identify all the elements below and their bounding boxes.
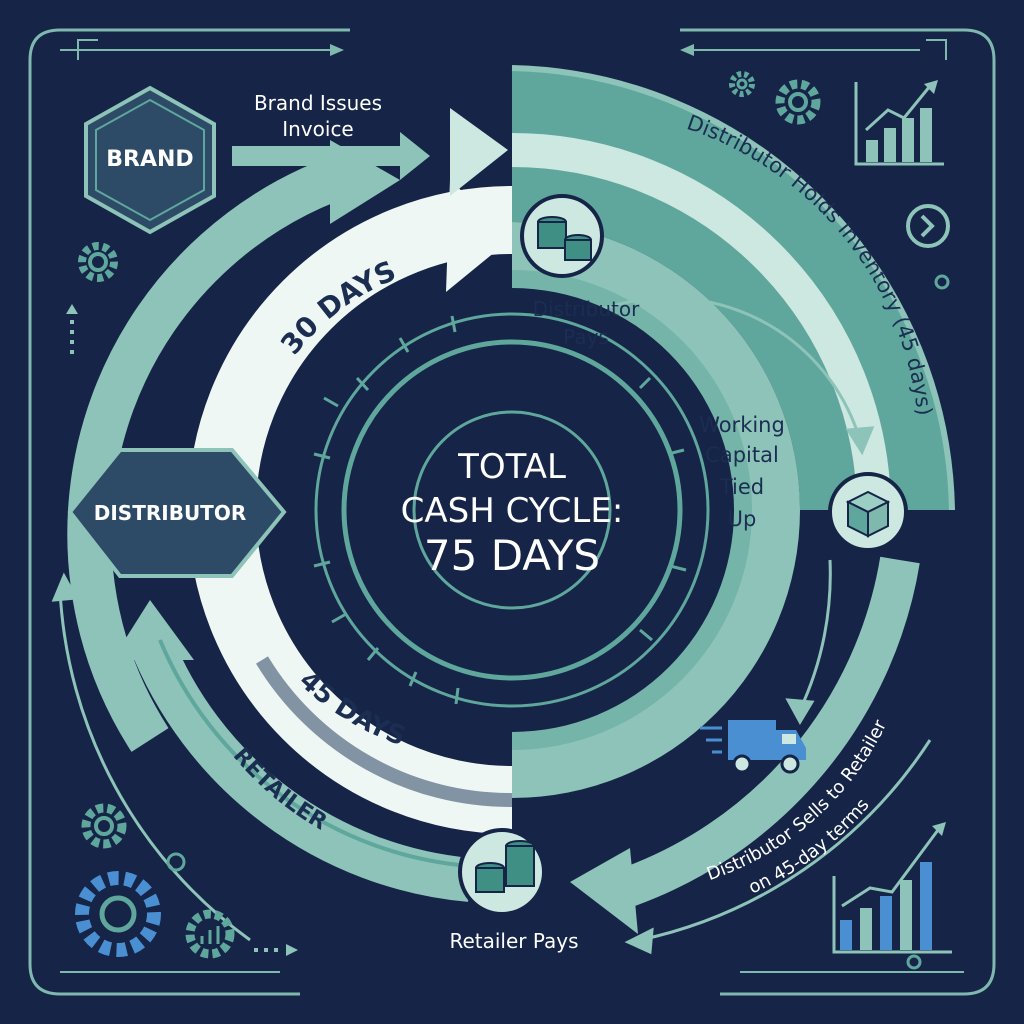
ring-icon xyxy=(166,852,186,872)
working-capital-2: Capital xyxy=(705,443,779,467)
arc-45-shadow xyxy=(256,656,513,808)
gear-icon xyxy=(729,71,755,97)
growth-chart-icon xyxy=(854,80,944,166)
arc-30-head xyxy=(446,180,512,292)
coins-icon xyxy=(520,194,604,278)
truck-icon xyxy=(700,720,806,774)
gear-icon xyxy=(775,79,821,125)
working-capital-4: Up xyxy=(728,507,757,531)
sell-arrow xyxy=(613,556,920,909)
center-ring-1 xyxy=(314,312,710,708)
brand-issues-1: Brand Issues xyxy=(254,91,382,115)
package-icon xyxy=(828,472,908,552)
distributor-pays-2: Pays xyxy=(563,325,609,349)
ring-icon xyxy=(906,954,922,970)
outer-flow-arc xyxy=(67,148,367,752)
center-disk-outer xyxy=(290,288,734,732)
right-arrow-icon xyxy=(254,944,298,956)
arc-30-days xyxy=(188,186,513,511)
gear-icon xyxy=(185,909,235,959)
center-ring-2 xyxy=(341,339,683,681)
retailer-arc xyxy=(129,631,473,902)
gear-icon xyxy=(81,803,127,849)
brand-label: BRAND xyxy=(106,147,193,172)
up-arrow-icon xyxy=(66,304,78,354)
ring-icon xyxy=(934,274,950,290)
working-capital-1: Working xyxy=(699,413,785,437)
retailer-arc-lip xyxy=(158,639,471,868)
invoice-arrow xyxy=(232,108,508,196)
distributor-node: DISTRIBUTOR xyxy=(67,448,287,578)
sell-arrow-head xyxy=(570,848,638,934)
retailer-pays: Retailer Pays xyxy=(449,929,578,953)
brand-issues-2: Invoice xyxy=(282,117,354,141)
center-title-3: 75 DAYS xyxy=(424,531,600,580)
working-capital-3: Tied xyxy=(719,475,764,499)
gear-icon xyxy=(75,871,161,957)
flow-lines xyxy=(51,296,932,955)
center-ring-3 xyxy=(412,410,612,610)
tick-marks xyxy=(313,315,687,705)
inventory-band-inner xyxy=(511,133,891,511)
coins-icon xyxy=(458,828,546,916)
next-chevron-icon xyxy=(906,204,950,248)
retailer-arc-head xyxy=(112,600,194,660)
distributor-label: DISTRIBUTOR xyxy=(94,501,246,525)
brand-node: BRAND xyxy=(84,85,216,235)
distributor-pays-1: Distributor xyxy=(533,297,640,321)
center-title-1: TOTAL xyxy=(457,447,566,487)
inventory-band-outer xyxy=(511,65,955,511)
gear-icon xyxy=(78,242,118,282)
center-title-2: CASH CYCLE: xyxy=(401,491,624,531)
growth-chart-icon xyxy=(832,822,952,954)
outer-frame xyxy=(28,28,996,996)
